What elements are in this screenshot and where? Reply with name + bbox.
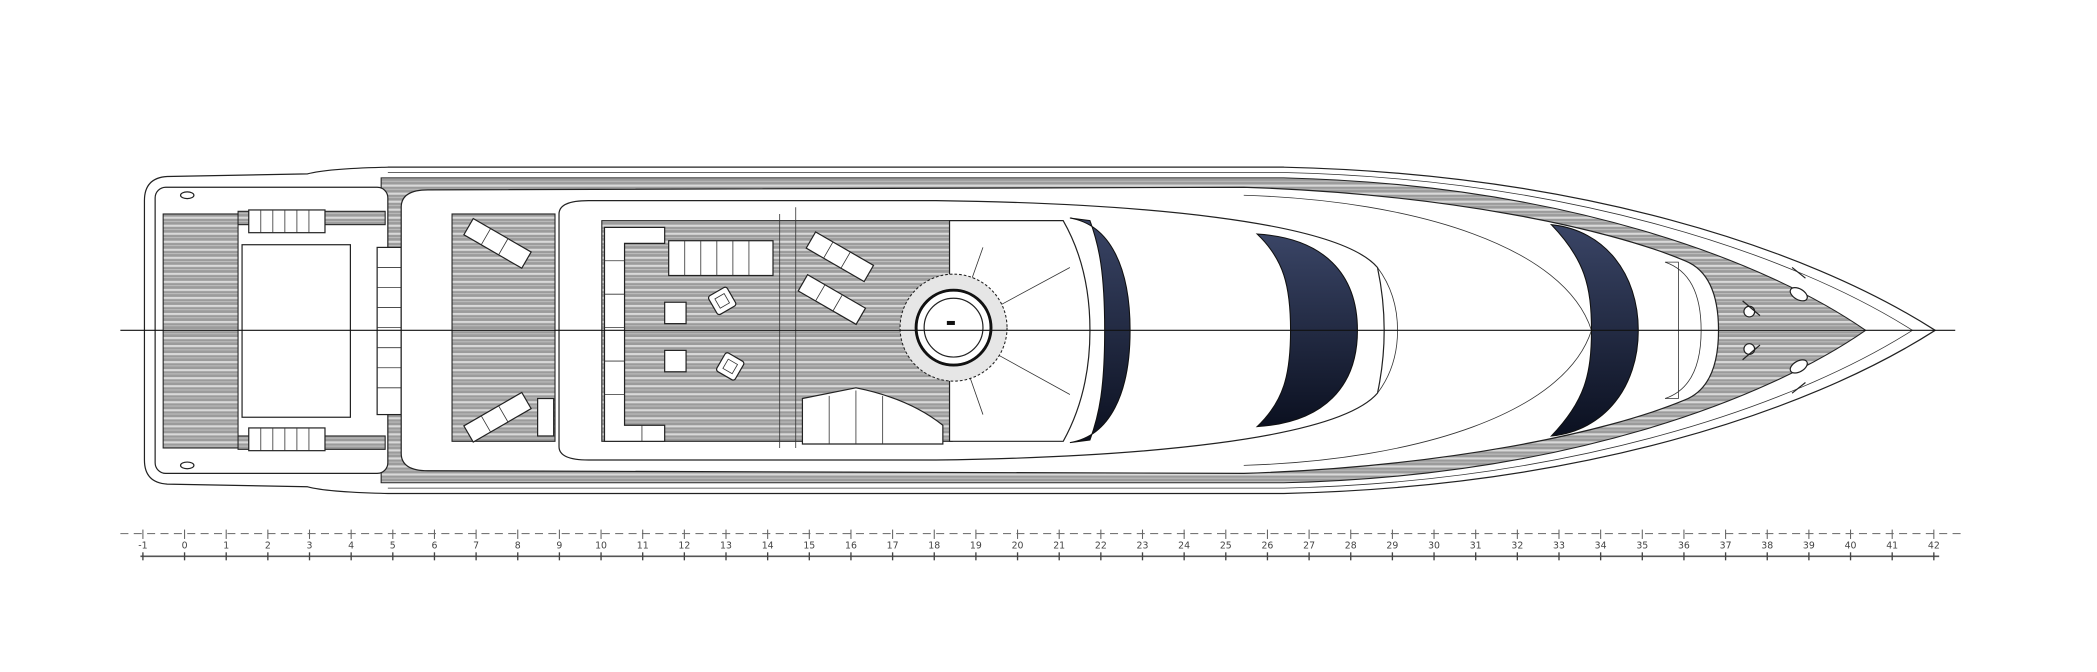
ruler-label: 11 [637, 540, 649, 551]
ruler-label: 30 [1428, 540, 1440, 551]
ruler-label: 27 [1303, 540, 1315, 551]
jacuzzi-basin [923, 297, 984, 358]
flybridge-windshield [1069, 217, 1131, 444]
ruler-label: 35 [1636, 540, 1648, 551]
coffee-table [664, 301, 687, 325]
ruler-label: 19 [970, 540, 982, 551]
ruler-label: 33 [1553, 540, 1565, 551]
ruler-label: 42 [1928, 540, 1940, 551]
ruler-label: 38 [1761, 540, 1773, 551]
mooring-cleat-icon [1789, 359, 1808, 374]
ruler-label: 40 [1845, 540, 1857, 551]
ruler-label: 25 [1220, 540, 1232, 551]
ruler-label: 20 [1012, 540, 1024, 551]
ruler-label: 41 [1886, 540, 1898, 551]
aft-teak-deck [162, 213, 239, 449]
ruler-label: 8 [515, 540, 521, 551]
ruler-label: 5 [390, 540, 396, 551]
ruler-label: 26 [1261, 540, 1273, 551]
armchair-icon [715, 352, 745, 381]
ruler-label: 13 [720, 540, 732, 551]
sun-lounger-icon [797, 273, 867, 326]
ruler-label: 4 [348, 540, 354, 551]
anchor-windlass-icon [1742, 300, 1761, 318]
sun-lounger-icon [463, 217, 532, 270]
ruler-label: 17 [887, 540, 899, 551]
sun-lounger-icon [805, 231, 875, 283]
bow-fittings [1742, 266, 1808, 394]
ruler-label: -1 [138, 540, 147, 551]
aft-cleat-port-icon [179, 191, 195, 200]
ruler-ticks [142, 529, 1935, 561]
stairs-starboard [248, 427, 326, 452]
fairlead [1791, 266, 1806, 394]
ruler-label: 10 [595, 540, 607, 551]
side-table [537, 397, 555, 437]
ruler-label: 22 [1095, 540, 1107, 551]
ruler-label: 37 [1720, 540, 1732, 551]
armchair-icon [707, 286, 737, 316]
ruler-label: 36 [1678, 540, 1690, 551]
ruler-label: 15 [803, 540, 815, 551]
stairs-port [248, 209, 326, 234]
swim-platform-hatch [241, 244, 351, 418]
forward-hatch [1664, 261, 1702, 399]
bar-counter [668, 240, 774, 277]
ruler-label: 0 [182, 540, 188, 551]
ruler-label: 24 [1178, 540, 1190, 551]
jacuzzi-control [946, 320, 955, 325]
ruler-label: 14 [762, 540, 774, 551]
flybridge-divider [779, 207, 797, 448]
mooring-cleat-icon [1789, 287, 1808, 302]
ruler-label: 18 [928, 540, 940, 551]
ruler-label: 2 [265, 540, 271, 551]
ruler-label: 31 [1470, 540, 1482, 551]
ruler-label: 7 [473, 540, 479, 551]
u-shaped-sofa [603, 226, 666, 442]
ruler-label: 28 [1345, 540, 1357, 551]
ruler-label: 32 [1511, 540, 1523, 551]
coffee-table [664, 349, 687, 373]
aft-cleat-starboard-icon [179, 461, 195, 470]
transom-steps [376, 246, 402, 416]
ruler-label: 9 [556, 540, 562, 551]
ruler-label: 6 [431, 540, 437, 551]
ruler-label: 29 [1386, 540, 1398, 551]
ruler-label: 39 [1803, 540, 1815, 551]
sun-lounger-icon [463, 391, 532, 443]
anchor-windlass-icon [1742, 343, 1761, 361]
ruler-label: 21 [1053, 540, 1065, 551]
ruler-label: 34 [1595, 540, 1607, 551]
ruler-label: 23 [1137, 540, 1149, 551]
ruler-label: 12 [678, 540, 690, 551]
ruler-label: 16 [845, 540, 857, 551]
sun-deck [451, 213, 556, 443]
ruler-label: 3 [307, 540, 313, 551]
helm-seat [801, 387, 944, 445]
ruler-label: 1 [223, 540, 229, 551]
